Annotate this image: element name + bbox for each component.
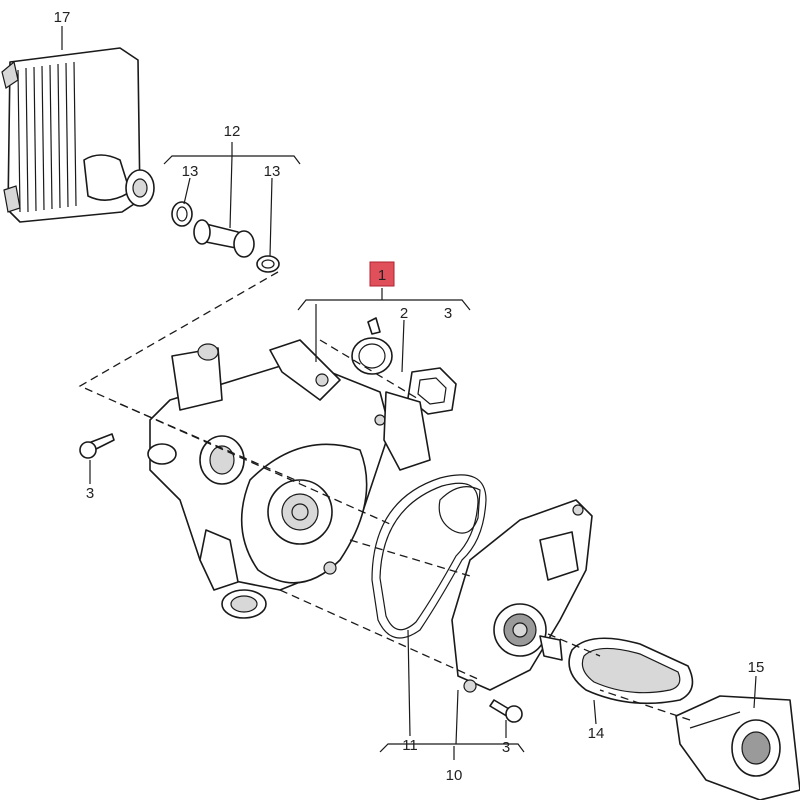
- callout-10: 10: [446, 767, 463, 784]
- callout-17: 17: [54, 9, 71, 26]
- callout-1: 1: [378, 267, 386, 284]
- water-pump-part-10: [451, 499, 593, 693]
- callout-11: 11: [402, 737, 418, 754]
- pump-housing-part-1: [147, 339, 391, 619]
- callout-3-left: 3: [86, 485, 94, 502]
- callout-2: 2: [400, 305, 408, 322]
- seal-ring-part-2: [351, 317, 393, 375]
- drive-belt-part-14: [568, 637, 694, 705]
- callout-13-right: 13: [264, 163, 281, 180]
- bolt-part-3-bottom: [489, 699, 523, 723]
- thermostat-flange: [383, 391, 431, 471]
- callout-3-top: 3: [444, 305, 452, 322]
- callout-labels: 17 12 13 13 1 2 3 3 11 3 10 14 15: [54, 9, 765, 784]
- leader-lines: [61, 26, 757, 760]
- callout-12: 12: [224, 123, 241, 140]
- connector-pipe-part-12: [171, 201, 280, 273]
- oil-cooler-part-17: [1, 47, 155, 223]
- callout-15: 15: [748, 659, 765, 676]
- callout-3-bottom: 3: [502, 739, 510, 756]
- o-ring-part-11: [371, 474, 487, 639]
- callout-1-highlight: [369, 261, 395, 287]
- bolt-part-3-left: [79, 433, 115, 459]
- callout-13-left: 13: [182, 163, 199, 180]
- callout-14: 14: [588, 725, 605, 742]
- assembly-dashed-lines: [78, 271, 691, 721]
- pump-cover-part-15: [675, 695, 800, 800]
